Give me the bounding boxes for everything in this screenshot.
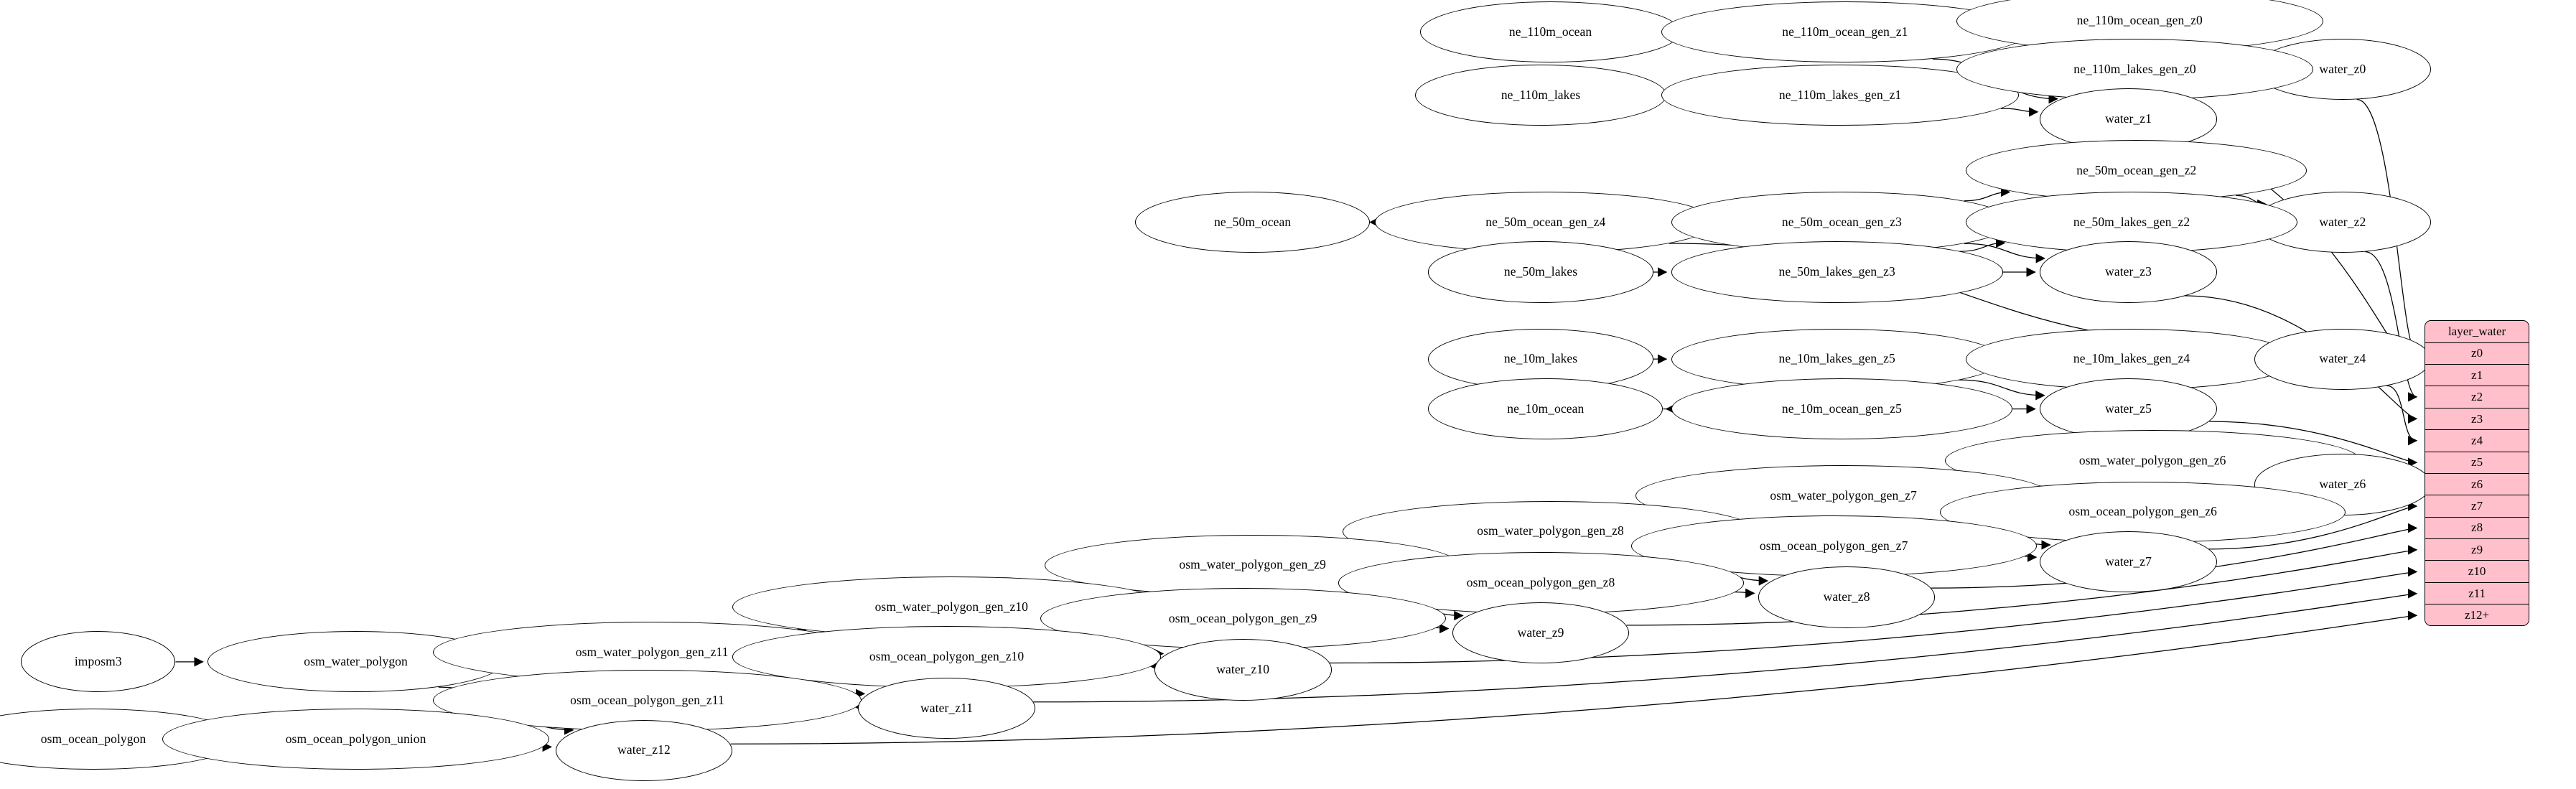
node-label: osm_ocean_polygon_gen_z11 (570, 692, 724, 707)
record-row-z7[interactable]: z7 (2425, 495, 2529, 518)
node-label: water_z8 (1823, 589, 1870, 604)
node-label: imposm3 (74, 654, 122, 669)
graph-node-osm-ocean-polygon-union[interactable]: osm_ocean_polygon_union (162, 708, 549, 770)
node-label: ne_50m_ocean (1214, 214, 1292, 229)
record-row-z11[interactable]: z11 (2425, 582, 2529, 605)
graph-node-water-z4[interactable]: water_z4 (2254, 328, 2432, 390)
node-label: ne_110m_ocean (1508, 24, 1592, 39)
record-header: layer_water (2425, 321, 2529, 343)
graph-node-ne-110m-lakes[interactable]: ne_110m_lakes (1415, 64, 1666, 126)
node-label: osm_water_polygon_gen_z9 (1179, 557, 1326, 572)
node-label: osm_water_polygon_gen_z8 (1477, 523, 1624, 538)
node-label: ne_50m_lakes_gen_z2 (2073, 214, 2190, 229)
node-label: water_z7 (2105, 554, 2152, 569)
edge-ne_110m_lakes_gen_z1-to-water_z1 (2001, 107, 2039, 117)
record-row-z0[interactable]: z0 (2425, 342, 2529, 365)
edge-water_z4-to-layer_water.z4 (2386, 386, 2418, 446)
node-label: water_z3 (2105, 264, 2152, 279)
node-label: osm_ocean_polygon_gen_z7 (1759, 538, 1908, 553)
graph-node-ne-10m-lakes-gen-z4[interactable]: ne_10m_lakes_gen_z4 (1966, 328, 2298, 390)
graph-node-ne-110m-ocean[interactable]: ne_110m_ocean (1419, 1, 1681, 63)
edge-water_z5-to-layer_water.z5 (2209, 421, 2418, 467)
node-label: water_z12 (617, 742, 671, 757)
edge-water_z11-to-layer_water.z11 (1033, 589, 2418, 702)
node-label: ne_10m_ocean_gen_z5 (1781, 401, 1902, 416)
node-label: ne_50m_ocean_gen_z3 (1781, 214, 1902, 229)
node-label: osm_ocean_polygon_gen_z8 (1466, 575, 1615, 590)
graph-node-water-z10[interactable]: water_z10 (1154, 639, 1332, 701)
record-row-z3[interactable]: z3 (2425, 408, 2529, 431)
graph-node-ne-10m-ocean[interactable]: ne_10m_ocean (1428, 378, 1663, 440)
record-row-z1[interactable]: z1 (2425, 365, 2529, 387)
node-label: water_z6 (2319, 477, 2366, 492)
record-row-z9[interactable]: z9 (2425, 539, 2529, 561)
record-row-z2[interactable]: z2 (2425, 386, 2529, 408)
record-row-z8[interactable]: z8 (2425, 517, 2529, 540)
edge-water_z8-to-layer_water.z8 (1931, 523, 2418, 588)
node-label: water_z2 (2319, 214, 2366, 229)
graph-node-water-z3[interactable]: water_z3 (2040, 241, 2217, 303)
node-label: osm_ocean_polygon_gen_z6 (2068, 504, 2218, 519)
node-label: osm_water_polygon_gen_z10 (874, 599, 1029, 614)
node-label: ne_50m_ocean_gen_z2 (2076, 162, 2197, 177)
node-label: water_z4 (2319, 351, 2366, 366)
edge-ne_50m_ocean_gen_z3-to-water_z3 (1964, 243, 2046, 263)
graph-node-ne-50m-lakes[interactable]: ne_50m_lakes (1428, 241, 1654, 303)
node-label: osm_ocean_polygon_gen_z9 (1168, 610, 1317, 625)
node-label: osm_ocean_polygon (40, 731, 146, 746)
node-label: osm_water_polygon_gen_z11 (575, 644, 729, 659)
edge-ne_50m_lakes_gen_z3-to-ne_50m_lakes_gen_z2 (1959, 238, 2006, 251)
graph-node-imposm3[interactable]: imposm3 (21, 631, 176, 693)
edge-osm_ocean_polygon_gen_z7-to-water_z7 (2025, 552, 2038, 562)
node-label: ne_50m_ocean_gen_z4 (1485, 214, 1606, 229)
node-label: ne_110m_ocean_gen_z1 (1782, 24, 1908, 39)
node-label: ne_110m_lakes_gen_z0 (2073, 61, 2196, 76)
node-label: ne_50m_lakes_gen_z3 (1778, 264, 1895, 279)
edge-ne_50m_ocean_gen_z3-to-ne_50m_ocean_gen_z2 (1964, 187, 2011, 201)
node-label: osm_ocean_polygon_union (285, 731, 426, 746)
graph-node-water-z12[interactable]: water_z12 (555, 719, 733, 781)
node-label: osm_water_polygon_gen_z7 (1770, 488, 1917, 503)
graph-node-water-z7[interactable]: water_z7 (2040, 531, 2217, 593)
graph-node-ne-10m-ocean-gen-z5[interactable]: ne_10m_ocean_gen_z5 (1671, 378, 2013, 440)
node-label: osm_ocean_polygon_gen_z10 (869, 649, 1025, 664)
node-label: ne_110m_ocean_gen_z0 (2076, 13, 2203, 28)
node-label: water_z1 (2105, 111, 2152, 126)
record-row-z5[interactable]: z5 (2425, 452, 2529, 474)
node-label: ne_50m_lakes (1503, 264, 1578, 279)
node-label: ne_110m_lakes (1501, 87, 1581, 102)
record-row-z12plus[interactable]: z12+ (2425, 604, 2529, 626)
graph-node-water-z8[interactable]: water_z8 (1758, 566, 1936, 628)
node-label: osm_water_polygon (304, 654, 408, 669)
graph-node-ne-50m-ocean[interactable]: ne_50m_ocean (1134, 191, 1371, 253)
node-label: osm_water_polygon_gen_z6 (2078, 452, 2226, 467)
edge-osm_ocean_polygon_gen_z9-to-water_z9 (1436, 623, 1450, 634)
edge-ne_10m_lakes_gen_z5-to-water_z5 (1959, 380, 2045, 401)
record-row-z4[interactable]: z4 (2425, 430, 2529, 452)
node-label: water_z11 (920, 701, 974, 716)
graph-node-water-z11[interactable]: water_z11 (858, 678, 1035, 739)
edge-water_z7-to-layer_water.z7 (2208, 501, 2418, 549)
node-label: ne_10m_ocean (1507, 401, 1585, 416)
node-label: ne_110m_lakes_gen_z1 (1778, 87, 1902, 102)
graph-node-water-z9[interactable]: water_z9 (1452, 602, 1630, 664)
record-row-z10[interactable]: z10 (2425, 561, 2529, 583)
graph-node-ne-50m-lakes-gen-z3[interactable]: ne_50m_lakes_gen_z3 (1671, 241, 2003, 303)
node-label: water_z9 (1517, 625, 1564, 640)
node-label: water_z10 (1216, 662, 1270, 677)
node-label: ne_10m_lakes_gen_z4 (2073, 351, 2190, 366)
node-label: water_z0 (2319, 61, 2366, 76)
node-label: ne_10m_lakes_gen_z5 (1778, 351, 1895, 366)
edge-osm_ocean_polygon_gen_z8-to-water_z8 (1735, 588, 1755, 599)
edge-water_z12-to-layer_water.z12+ (731, 610, 2418, 744)
record-row-z6[interactable]: z6 (2425, 473, 2529, 496)
node-label: ne_10m_lakes (1503, 351, 1578, 366)
edge-water_z2-to-layer_water.z2 (2366, 252, 2418, 402)
node-label: water_z5 (2105, 401, 2152, 416)
